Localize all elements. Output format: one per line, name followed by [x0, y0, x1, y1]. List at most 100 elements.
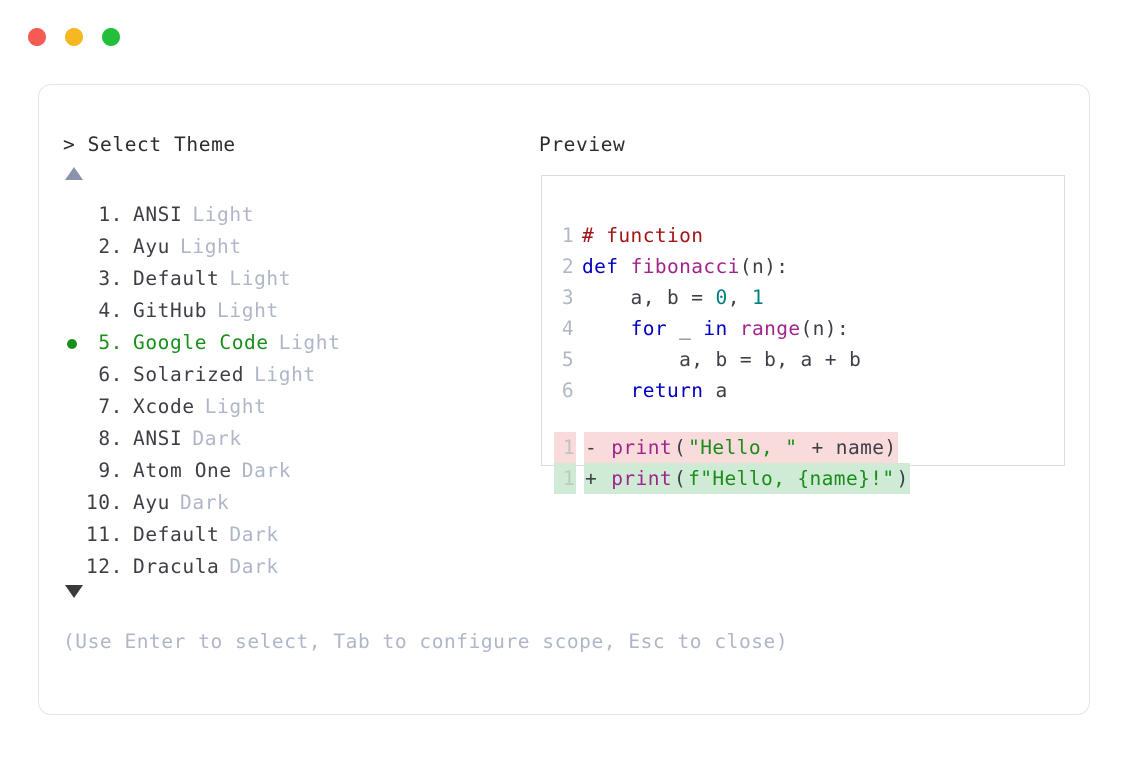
line-number: 6: [561, 379, 574, 402]
theme-item-variant: Light: [278, 331, 341, 354]
diff-marker: +: [584, 463, 611, 494]
preview-label: Preview: [539, 133, 626, 156]
line-number: 5: [561, 348, 574, 371]
code-token: in: [703, 317, 728, 340]
theme-item-number: 10.: [85, 491, 123, 514]
code-token: a, b = b, a + b: [582, 348, 862, 371]
code-token: (n):: [800, 317, 850, 340]
diff-line-del: 1- print("Hello, " + name): [554, 432, 1066, 463]
code-token: 1: [751, 286, 765, 309]
code-spacer: [554, 406, 1066, 432]
code-line: 6 return a: [554, 375, 1066, 406]
theme-item-name: Solarized: [133, 363, 245, 386]
theme-list-item[interactable]: 11. Default Dark: [63, 519, 523, 551]
code-token: for: [630, 317, 667, 340]
theme-item-number: 7.: [98, 395, 123, 418]
triangle-up-icon[interactable]: [65, 167, 83, 180]
theme-list-item[interactable]: 5. Google Code Light: [63, 327, 523, 359]
theme-item-name: Atom One: [133, 459, 232, 482]
theme-item-number: 9.: [98, 459, 123, 482]
theme-item-variant: Dark: [229, 523, 279, 546]
code-token: _: [666, 317, 704, 340]
close-window-button[interactable]: [28, 28, 46, 46]
theme-item-name: ANSI: [133, 427, 183, 450]
code-token: print: [610, 463, 673, 494]
theme-item-name: Google Code: [133, 331, 269, 354]
code-token: [582, 317, 631, 340]
theme-item-number: 4.: [98, 299, 123, 322]
line-number: 2: [561, 255, 574, 278]
triangle-down-icon[interactable]: [65, 585, 83, 598]
theme-item-number: 8.: [98, 427, 123, 450]
code-token: [728, 317, 740, 340]
diff-line-add: 1 + print(f"Hello, {name}!"): [554, 463, 1066, 494]
theme-item-variant: Dark: [180, 491, 230, 514]
theme-item-number: 11.: [85, 523, 123, 546]
line-number: 4: [561, 317, 574, 340]
theme-item-name: Xcode: [133, 395, 195, 418]
code-token: 0: [715, 286, 728, 309]
theme-item-number: 12.: [85, 555, 123, 578]
theme-item-variant: Light: [192, 203, 255, 226]
maximize-window-button[interactable]: [102, 28, 120, 46]
diff-line-number: 1: [554, 463, 576, 494]
theme-item-name: Default: [133, 267, 220, 290]
selected-bullet-icon: [67, 339, 77, 349]
theme-item-variant: Dark: [241, 459, 292, 482]
minimize-window-button[interactable]: [65, 28, 83, 46]
theme-item-variant: Dark: [229, 555, 279, 578]
code-token: fibonacci: [630, 255, 740, 278]
select-theme-prompt: > Select Theme: [63, 133, 236, 156]
theme-item-variant: Light: [254, 363, 316, 386]
code-line: 5 a, b = b, a + b: [554, 344, 1066, 375]
code-token: print: [610, 432, 673, 463]
theme-list-item[interactable]: 7. Xcode Light: [63, 391, 523, 423]
code-line: 1 # function: [554, 220, 1066, 251]
code-line: 2 def fibonacci(n):: [554, 251, 1066, 282]
code-token: # function: [582, 224, 704, 247]
theme-item-variant: Light: [180, 235, 242, 258]
code-token: return: [630, 379, 704, 402]
theme-list-item[interactable]: 6. Solarized Light: [63, 359, 523, 391]
code-token: "Hello, ": [687, 432, 799, 463]
theme-item-name: Default: [133, 523, 220, 546]
theme-item-name: Dracula: [133, 555, 220, 578]
theme-list-item[interactable]: 8. ANSI Dark: [63, 423, 523, 455]
window-titlebar: [0, 0, 1129, 74]
code-token: a: [703, 379, 728, 402]
code-token: (: [672, 432, 688, 463]
theme-item-number: 3.: [98, 267, 123, 290]
theme-item-variant: Light: [204, 395, 267, 418]
code-token: + name): [798, 432, 898, 463]
diff-marker: -: [584, 432, 611, 463]
theme-item-variant: Dark: [192, 427, 242, 450]
theme-item-name: ANSI: [133, 203, 183, 226]
code-line: 3 a, b = 0, 1: [554, 282, 1066, 313]
theme-list-item[interactable]: 12. Dracula Dark: [63, 551, 523, 583]
theme-item-name: Ayu: [133, 235, 171, 258]
code-line: 4 for _ in range(n):: [554, 313, 1066, 344]
line-number: 1: [561, 224, 574, 247]
keyboard-help-text: (Use Enter to select, Tab to configure s…: [63, 630, 789, 653]
theme-item-variant: Light: [217, 299, 279, 322]
code-token: def: [582, 255, 631, 278]
theme-item-number: 5.: [98, 331, 123, 354]
code-token: (: [672, 463, 688, 494]
theme-item-number: 6.: [98, 363, 123, 386]
code-token: a, b =: [582, 286, 716, 309]
line-number: 3: [561, 286, 574, 309]
code-token: (n):: [739, 255, 789, 278]
code-token: f"Hello, {name}!": [687, 463, 896, 494]
code-token: ): [895, 463, 910, 494]
theme-list-item[interactable]: 9. Atom One Dark: [63, 455, 523, 487]
